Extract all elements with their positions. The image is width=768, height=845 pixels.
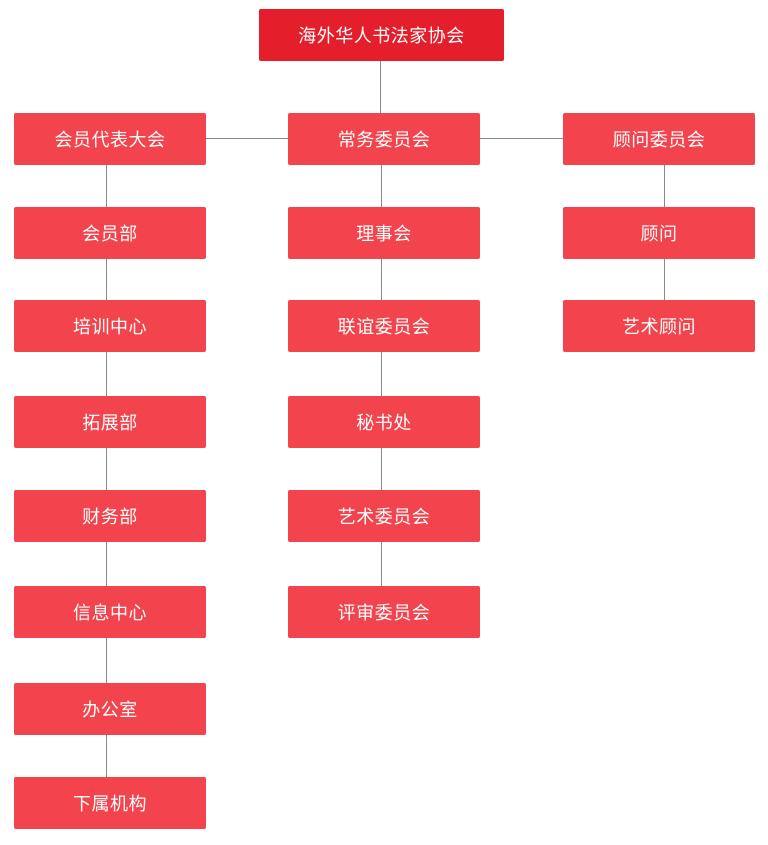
node-council: 理事会 (288, 207, 480, 259)
node-standing-committee: 常务委员会 (288, 113, 480, 165)
node-art-committee: 艺术委员会 (288, 490, 480, 542)
node-secretariat: 秘书处 (288, 396, 480, 448)
node-office: 办公室 (14, 683, 206, 735)
node-info-center: 信息中心 (14, 586, 206, 638)
org-root-node: 海外华人书法家协会 (259, 9, 504, 61)
connector-center-column (381, 165, 382, 586)
node-member-dept: 会员部 (14, 207, 206, 259)
connector-root-to-center (380, 61, 381, 113)
connector-left-to-center (206, 138, 288, 139)
node-liaison-committee: 联谊委员会 (288, 300, 480, 352)
connector-left-column (106, 165, 107, 777)
node-training-center: 培训中心 (14, 300, 206, 352)
node-review-committee: 评审委员会 (288, 586, 480, 638)
node-advisor: 顾问 (563, 207, 755, 259)
node-expansion-dept: 拓展部 (14, 396, 206, 448)
node-subsidiaries: 下属机构 (14, 777, 206, 829)
node-advisory-committee: 顾问委员会 (563, 113, 755, 165)
node-finance-dept: 财务部 (14, 490, 206, 542)
node-member-congress: 会员代表大会 (14, 113, 206, 165)
connector-center-to-right (480, 138, 563, 139)
node-art-advisor: 艺术顾问 (563, 300, 755, 352)
